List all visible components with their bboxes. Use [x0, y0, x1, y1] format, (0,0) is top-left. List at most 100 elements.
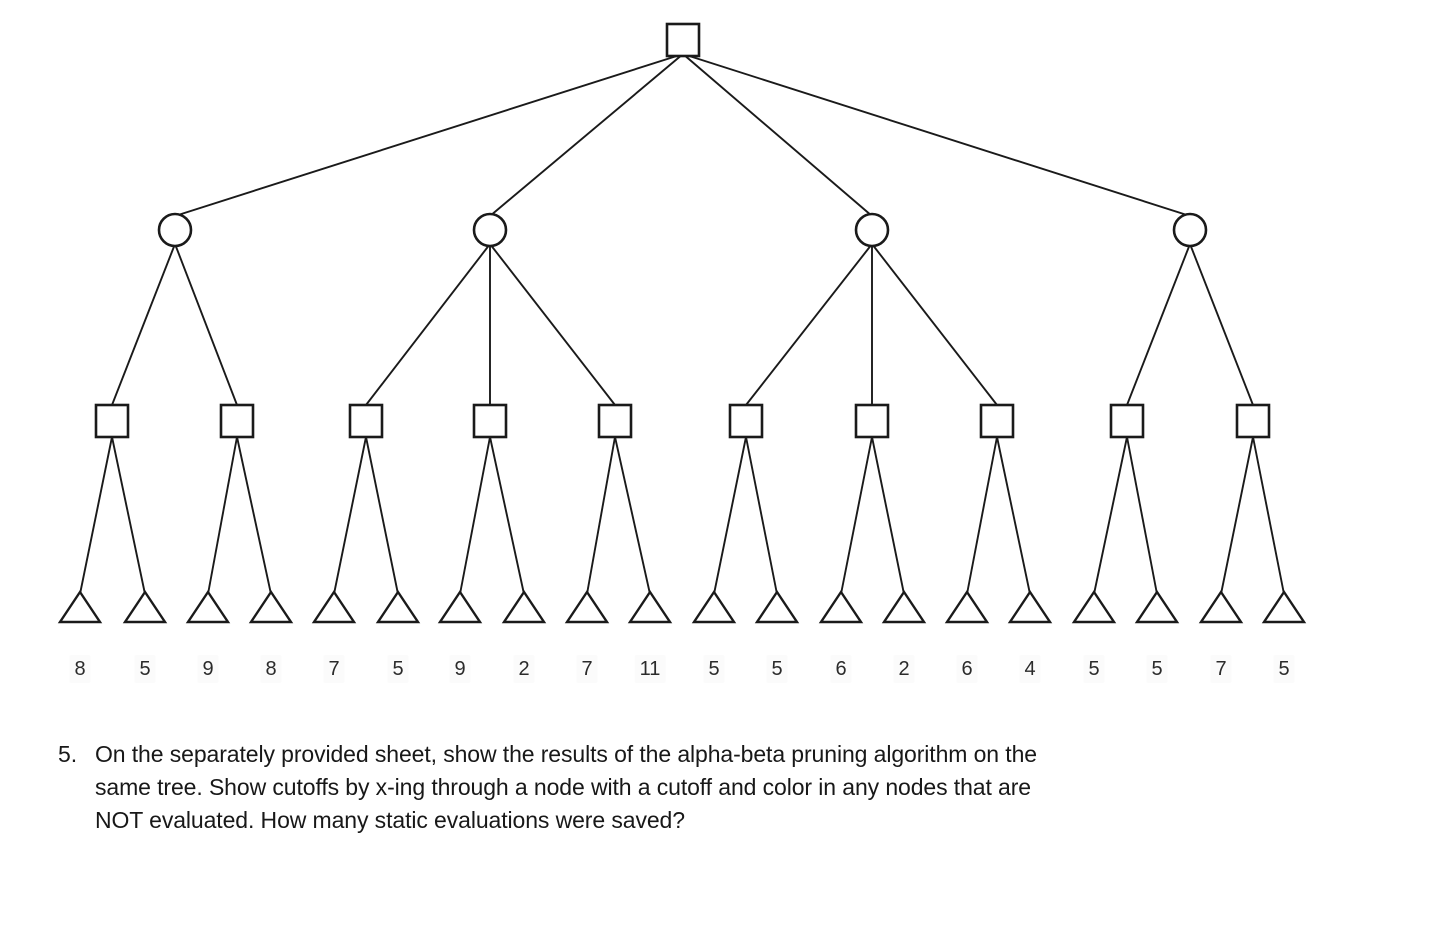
circle-node-level2-3 [1172, 212, 1208, 248]
square-node-level3-7 [979, 403, 1015, 439]
leaf-triangle-8 [564, 589, 610, 624]
edge-square-9-to-leaf-18 [1220, 436, 1254, 595]
leaf-value-1: 5 [134, 655, 156, 683]
edge-circle-2-to-square-5 [745, 243, 873, 406]
leaf-value-15: 4 [1019, 655, 1041, 683]
leaf-value-11: 5 [766, 655, 788, 683]
level3-square-nodes [94, 403, 1271, 439]
leaf-triangle-nodes [57, 589, 1307, 624]
square-node-level3-9 [1235, 403, 1271, 439]
edge-square-4-to-leaf-8 [586, 436, 616, 595]
question-line-1: On the separately provided sheet, show t… [95, 741, 1037, 767]
leaf-triangle-16 [1071, 589, 1117, 624]
edge-square-4-to-leaf-9 [614, 436, 651, 595]
circle-node-level2-2 [854, 212, 890, 248]
leaf-triangle-11 [754, 589, 800, 624]
root-square-node [665, 22, 701, 58]
edge-square-3-to-leaf-7 [489, 436, 525, 595]
leaf-triangle-2 [185, 589, 231, 624]
question-line-3: NOT evaluated. How many static evaluatio… [95, 807, 685, 833]
edge-square-5-to-leaf-10 [713, 436, 747, 595]
leaf-triangle-12 [818, 589, 864, 624]
edge-square-9-to-leaf-19 [1252, 436, 1285, 595]
leaf-value-5: 5 [387, 655, 409, 683]
leaf-value-9: 11 [634, 655, 666, 683]
square-node-level3-2 [348, 403, 384, 439]
edge-square-7-to-leaf-14 [966, 436, 998, 595]
question-block: 5. On the separately provided sheet, sho… [0, 738, 1456, 837]
leaf-triangle-14 [944, 589, 990, 624]
edge-square-1-to-leaf-2 [207, 436, 238, 595]
leaf-value-6: 9 [449, 655, 471, 683]
edge-circle-3-to-square-9 [1189, 243, 1254, 406]
leaf-triangle-4 [311, 589, 357, 624]
leaf-triangle-17 [1134, 589, 1180, 624]
edge-square-7-to-leaf-15 [996, 436, 1031, 595]
leaf-triangle-7 [501, 589, 547, 624]
leaf-value-2: 9 [197, 655, 219, 683]
edge-root-to-circle-2 [682, 53, 873, 217]
edge-square-5-to-leaf-11 [745, 436, 778, 595]
leaf-triangle-10 [691, 589, 737, 624]
leaf-triangle-5 [375, 589, 421, 624]
leaf-value-4: 7 [323, 655, 345, 683]
edge-circle-1-to-square-4 [489, 243, 616, 406]
square-node-level3-0 [94, 403, 130, 439]
leaf-triangle-15 [1007, 589, 1053, 624]
level2-edges [111, 243, 1254, 406]
circle-node-level2-0 [157, 212, 193, 248]
leaf-value-10: 5 [703, 655, 725, 683]
leaf-value-8: 7 [576, 655, 598, 683]
leaf-triangle-18 [1198, 589, 1244, 624]
leaf-triangle-0 [57, 589, 103, 624]
leaf-value-7: 2 [513, 655, 535, 683]
edge-square-0-to-leaf-0 [79, 436, 113, 595]
leaf-triangle-6 [437, 589, 483, 624]
leaf-triangle-13 [881, 589, 927, 624]
square-node-level3-8 [1109, 403, 1145, 439]
leaf-value-19: 5 [1273, 655, 1295, 683]
leaf-value-18: 7 [1210, 655, 1232, 683]
square-node-level3-4 [597, 403, 633, 439]
edge-square-6-to-leaf-12 [840, 436, 873, 595]
level2-circle-nodes [157, 212, 1208, 248]
edge-square-8-to-leaf-17 [1126, 436, 1158, 595]
leaf-value-16: 5 [1083, 655, 1105, 683]
question-line-2: same tree. Show cutoffs by x-ing through… [95, 774, 1031, 800]
square-node-level3-3 [472, 403, 508, 439]
circle-node-level2-1 [472, 212, 508, 248]
leaf-triangle-1 [122, 589, 168, 624]
leaf-value-0: 8 [69, 655, 91, 683]
edge-square-2-to-leaf-4 [333, 436, 367, 595]
leaf-triangle-3 [248, 589, 294, 624]
leaf-value-12: 6 [830, 655, 852, 683]
game-tree-diagram [57, 22, 1307, 624]
leaf-value-labels: 8 5 9 8 7 5 9 2 7 11 5 5 6 2 6 4 5 5 7 5 [0, 655, 1456, 695]
leaf-value-13: 2 [893, 655, 915, 683]
edge-root-to-circle-0 [174, 53, 684, 217]
question-text: On the separately provided sheet, show t… [95, 738, 1255, 837]
edge-circle-2-to-square-7 [871, 243, 998, 406]
edge-square-1-to-leaf-3 [236, 436, 272, 595]
question-number: 5. [58, 741, 78, 767]
edge-square-6-to-leaf-13 [871, 436, 905, 595]
edge-circle-0-to-square-1 [174, 243, 238, 406]
edge-square-8-to-leaf-16 [1093, 436, 1128, 595]
square-node-level3-6 [854, 403, 890, 439]
edge-square-0-to-leaf-1 [111, 436, 146, 595]
leaf-value-14: 6 [956, 655, 978, 683]
edge-square-3-to-leaf-6 [459, 436, 491, 595]
square-node-level3-5 [728, 403, 764, 439]
leaf-value-17: 5 [1146, 655, 1168, 683]
edge-circle-0-to-square-0 [111, 243, 176, 406]
leaf-triangle-9 [627, 589, 673, 624]
leaf-value-3: 8 [260, 655, 282, 683]
level3-edges [79, 436, 1285, 595]
square-node-root [665, 22, 701, 58]
root-edges [174, 53, 1191, 217]
edge-root-to-circle-1 [489, 53, 684, 217]
edge-root-to-circle-3 [682, 53, 1191, 217]
edge-circle-1-to-square-2 [365, 243, 491, 406]
edge-circle-3-to-square-8 [1126, 243, 1191, 406]
